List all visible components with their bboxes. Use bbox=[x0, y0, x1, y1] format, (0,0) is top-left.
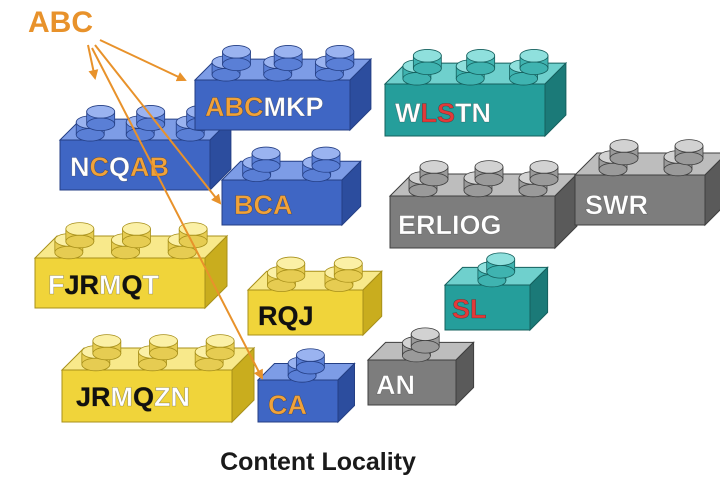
brick-stud bbox=[295, 348, 325, 375]
brick-stud bbox=[222, 45, 251, 72]
brick-label: CA bbox=[268, 390, 307, 420]
brick-stud bbox=[136, 105, 166, 132]
brick-rqj: RQJ bbox=[246, 256, 383, 337]
brick-stud bbox=[333, 256, 363, 283]
brick-label: NCQAB bbox=[70, 152, 169, 182]
arrow-to-bca bbox=[94, 44, 222, 205]
brick-stud bbox=[474, 160, 504, 187]
source-label: ABC bbox=[28, 6, 93, 39]
brick-label: WLSTN bbox=[395, 98, 491, 128]
brick-front-face bbox=[221, 179, 343, 226]
brick-stud bbox=[273, 45, 303, 72]
brick-front-face bbox=[574, 174, 706, 226]
brick-front-face bbox=[61, 369, 233, 423]
brick-stud bbox=[92, 334, 122, 361]
brick-stud bbox=[122, 222, 151, 249]
brick-ncqab: NCQAB bbox=[58, 105, 233, 192]
brick-stud bbox=[529, 160, 559, 187]
brick-front-face bbox=[59, 139, 211, 191]
brick-stud bbox=[65, 222, 95, 249]
arrow-to-abcmkp bbox=[99, 39, 187, 82]
brick-label: ERLIOG bbox=[398, 210, 502, 240]
brick-front-face bbox=[389, 195, 556, 249]
brick-bca: BCA bbox=[220, 146, 362, 227]
brick-jrmqzn: JRMQZN bbox=[60, 334, 256, 424]
brick-stud bbox=[251, 146, 281, 173]
brick-stud bbox=[86, 105, 116, 132]
brick-label: ABCMKP bbox=[205, 92, 324, 122]
brick-stud bbox=[419, 160, 449, 187]
brick-ca: CA bbox=[256, 348, 356, 424]
brick-front-face bbox=[384, 83, 546, 137]
brick-front-face bbox=[367, 359, 457, 406]
brick-label: AN bbox=[376, 370, 415, 400]
brick-sl: SL bbox=[443, 252, 549, 332]
brick-label: JRMQZN bbox=[76, 382, 190, 412]
brick-stud bbox=[325, 45, 355, 72]
brick-stud bbox=[205, 334, 235, 361]
brick-stud bbox=[674, 139, 704, 166]
brick-label: SL bbox=[452, 294, 487, 324]
brick-stud bbox=[276, 256, 306, 283]
brick-front-face bbox=[247, 289, 364, 336]
brick-stud bbox=[149, 334, 178, 361]
brick-label: SWR bbox=[585, 190, 648, 220]
brick-front-face bbox=[444, 284, 531, 331]
brick-label: BCA bbox=[234, 190, 293, 220]
brick-stud bbox=[519, 49, 549, 76]
arrow-to-ncqab bbox=[87, 44, 99, 80]
caption: Content Locality bbox=[220, 448, 416, 476]
brick-stud bbox=[609, 139, 639, 166]
brick-wlstn: WLSTN bbox=[383, 49, 568, 138]
brick-label: RQJ bbox=[258, 301, 314, 331]
brick-an: AN bbox=[366, 327, 475, 407]
brick-stud bbox=[311, 146, 341, 173]
brick-stud bbox=[412, 49, 442, 76]
brick-stud bbox=[466, 49, 496, 76]
brick-erliog: ERLIOG bbox=[388, 160, 579, 250]
brick-stud bbox=[486, 252, 516, 279]
brick-front-face bbox=[257, 379, 339, 423]
brick-stud bbox=[410, 327, 440, 354]
brick-swr: SWR bbox=[573, 139, 720, 227]
arrow-to-ca bbox=[91, 47, 263, 380]
brick-fjrmqt: FJRMQT bbox=[33, 222, 229, 310]
brick-abcmkp: ABCMKP bbox=[193, 45, 373, 132]
brick-label: FJRMQT bbox=[48, 270, 160, 300]
brick-front-face bbox=[194, 79, 351, 131]
